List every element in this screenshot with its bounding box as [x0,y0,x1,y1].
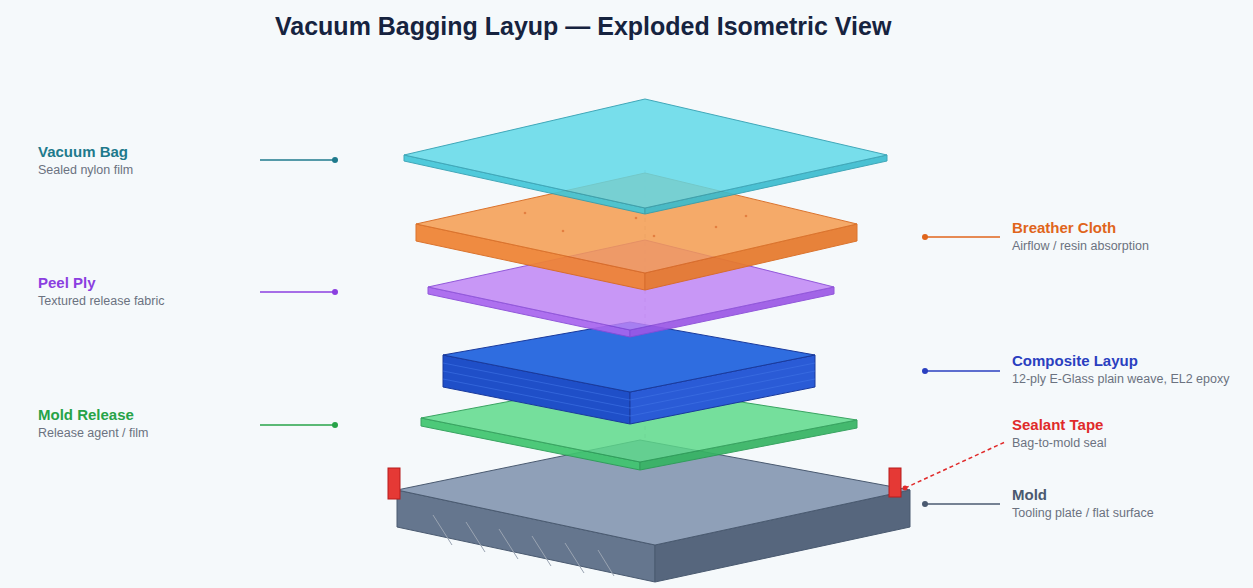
layer-label: Peel Ply [38,274,96,291]
layer-description: 12-ply E-Glass plain weave, EL2 epoxy [1012,372,1229,386]
layer-description: Tooling plate / flat surface [1012,506,1154,520]
layer-description: Sealed nylon film [38,163,133,177]
layer-description: Textured release fabric [38,294,164,308]
layer-label: Composite Layup [1012,352,1138,369]
vacuum-bag [404,99,887,214]
sealant-tape [388,468,400,499]
layer-description: Bag-to-mold seal [1012,436,1107,450]
layer-description: Release agent / film [38,426,148,440]
layer-label: Mold [1012,486,1047,503]
leader-lines [260,157,1005,507]
layer-description: Airflow / resin absorption [1012,239,1149,253]
layer-label: Vacuum Bag [38,143,128,160]
composite-layup [443,322,815,424]
sealant-tape [889,468,901,497]
layer-label: Breather Cloth [1012,219,1116,236]
layer-label: Sealant Tape [1012,416,1103,433]
diagram-title: Vacuum Bagging Layup — Exploded Isometri… [275,12,891,41]
layer-label: Mold Release [38,406,134,423]
